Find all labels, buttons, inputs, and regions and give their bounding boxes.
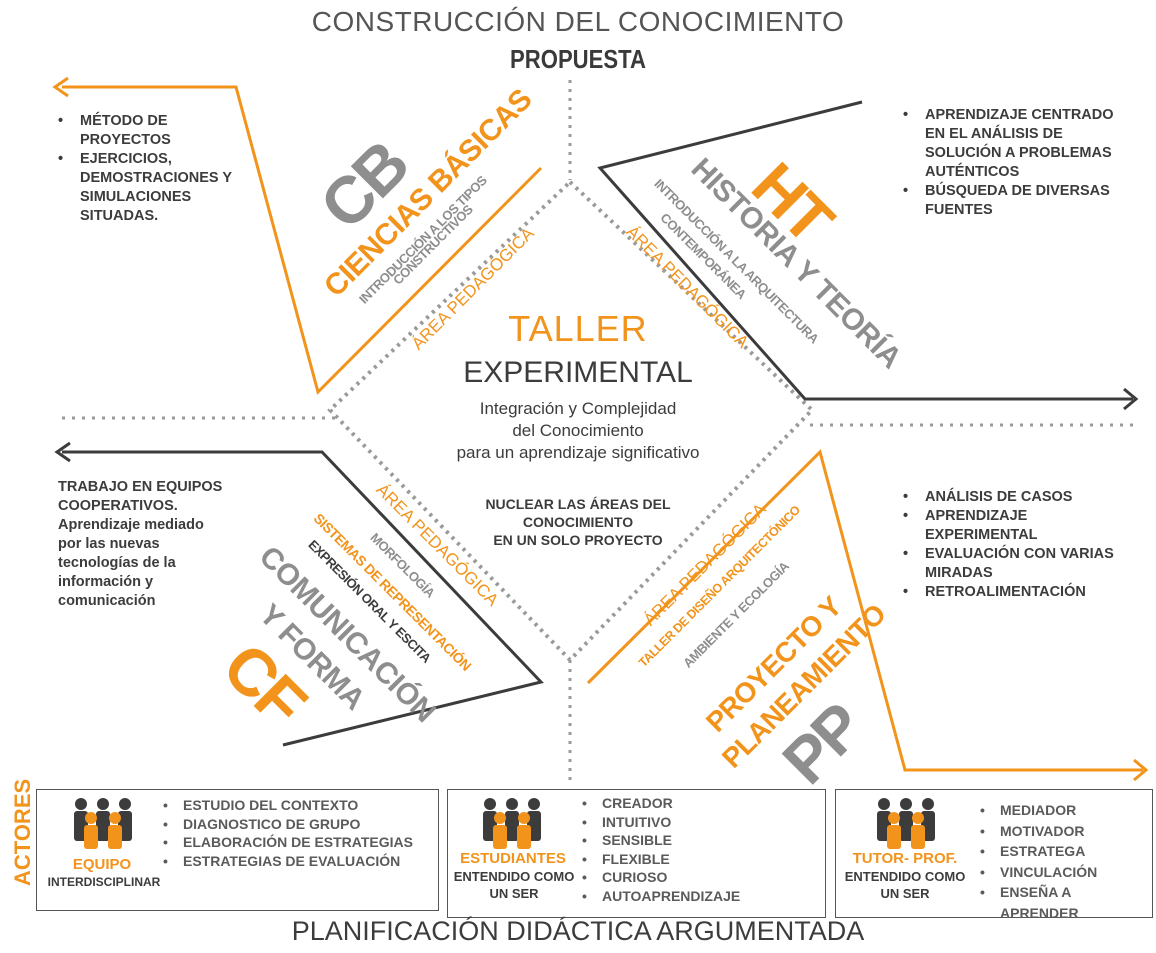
actor-list-item: DIAGNOSTICO DE GRUPO <box>159 815 434 834</box>
page-subtitle: PROPUESTA <box>510 44 646 74</box>
ht-arrow-head <box>1123 387 1139 411</box>
actor-list-item: ESTRATEGIAS DE EVALUACIÓN <box>159 852 434 871</box>
actor-list-item: ESTRATEGA <box>976 841 1148 862</box>
cb-bullet-list: MÉTODO DE PROYECTOS EJERCICIOS, DEMOSTRA… <box>52 112 242 226</box>
center-nuclear-text: NUCLEAR LAS ÁREAS DEL CONOCIMIENTO EN UN… <box>0 495 1156 549</box>
pp-bullet-item: ANÁLISIS DE CASOS <box>897 488 1137 507</box>
cf-outline <box>62 450 544 747</box>
ht-outline <box>597 100 1133 401</box>
actor-box-estudiantes: ESTUDIANTES ENTENDIDO COMO UN SER CREADO… <box>447 789 826 918</box>
actor-list-item: INTUITIVO <box>578 813 818 832</box>
pp-arrow-head <box>1133 758 1149 782</box>
group-people-icon <box>483 798 541 849</box>
group-people-icon <box>877 798 935 849</box>
center-title-experimental: EXPERIMENTAL <box>463 356 693 389</box>
footer-title: PLANIFICACIÓN DIDÁCTICA ARGUMENTADA <box>291 916 865 946</box>
actor-desc-line: ENTENDIDO COMO <box>844 869 966 884</box>
cf-arrow-head <box>54 441 71 463</box>
pp-bullet-item: APRENDIZAJE EXPERIMENTAL <box>897 507 1137 545</box>
actor-name-tutor: TUTOR- PROF. <box>852 850 958 867</box>
pp-bullet-item: RETROALIMENTACIÓN <box>897 583 1137 602</box>
center-subtitle: Integración y Complejidad del Conocimien… <box>0 398 1156 464</box>
pp-outline <box>586 449 1143 772</box>
actor-list-item: CURIOSO <box>578 868 818 887</box>
nuclear-line: NUCLEAR LAS ÁREAS DEL <box>485 496 671 512</box>
actor-desc-line: UN SER <box>489 886 539 901</box>
actor-desc-line: ENTENDIDO COMO <box>453 869 575 884</box>
actor-name-equipo: EQUIPO <box>72 856 132 873</box>
actor-list-item: ELABORACIÓN DE ESTRATEGIAS <box>159 833 434 852</box>
actor-desc-tutor: ENTENDIDO COMO UN SER <box>842 868 968 902</box>
cf-description: TRABAJO EN EQUIPOS COOPERATIVOS. Aprendi… <box>58 479 223 609</box>
center-subtitle-line: del Conocimiento <box>512 421 644 440</box>
actor-list-estudiantes: CREADOR INTUITIVO SENSIBLE FLEXIBLE CURI… <box>578 794 818 905</box>
actor-list-item: MOTIVADOR <box>976 821 1148 842</box>
ht-bullet-list: APRENDIZAJE CENTRADO EN EL ANÁLISIS DE S… <box>897 106 1137 220</box>
pp-bullet-list: ANÁLISIS DE CASOS APRENDIZAJE EXPERIMENT… <box>897 488 1137 602</box>
central-diamond <box>327 179 815 663</box>
actor-list-item: AUTOAPRENDIZAJE <box>578 887 818 906</box>
pp-bullet-item: EVALUACIÓN CON VARIAS MIRADAS <box>897 545 1137 583</box>
actor-list-tutor: MEDIADOR MOTIVADOR ESTRATEGA VINCULACIÓN… <box>976 800 1148 923</box>
center-subtitle-line: Integración y Complejidad <box>479 399 677 418</box>
nuclear-line: EN UN SOLO PROYECTO <box>493 532 663 548</box>
ht-bullet-item: APRENDIZAJE CENTRADO EN EL ANÁLISIS DE S… <box>897 106 1137 182</box>
cb-arrow-head <box>52 76 69 98</box>
actor-desc-line: UN SER <box>880 886 930 901</box>
actor-list-item: SENSIBLE <box>578 831 818 850</box>
actor-desc-equipo: INTERDISCIPLINAR <box>47 875 161 889</box>
actor-list-item: FLEXIBLE <box>578 850 818 869</box>
actor-list-equipo: ESTUDIO DEL CONTEXTO DIAGNOSTICO DE GRUP… <box>159 796 434 870</box>
cb-bullet-item: EJERCICIOS, DEMOSTRACIONES Y SIMULACIONE… <box>52 150 242 226</box>
nuclear-line: CONOCIMIENTO <box>522 514 634 530</box>
cb-bullet-item: MÉTODO DE PROYECTOS <box>52 112 242 150</box>
ht-bullet-item: BÚSQUEDA DE DIVERSAS FUENTES <box>897 182 1137 220</box>
center-subtitle-line: para un aprendizaje significativo <box>456 443 700 462</box>
actors-label: ACTORES <box>10 778 35 886</box>
actor-name-estudiantes: ESTUDIANTES <box>460 850 566 867</box>
actor-desc-estudiantes: ENTENDIDO COMO UN SER <box>452 868 576 902</box>
actor-list-item: ENSEÑA A APRENDER <box>976 882 1148 923</box>
cb-outline <box>62 85 543 395</box>
center-title-taller: TALLER <box>508 308 648 349</box>
actor-list-item: ESTUDIO DEL CONTEXTO <box>159 796 434 815</box>
actor-box-equipo: EQUIPO INTERDISCIPLINAR ESTUDIO DEL CONT… <box>36 789 439 911</box>
actor-list-item: CREADOR <box>578 794 818 813</box>
actor-box-tutor: TUTOR- PROF. ENTENDIDO COMO UN SER MEDIA… <box>835 789 1153 921</box>
actor-list-item: VINCULACIÓN <box>976 862 1148 883</box>
actor-list-item: MEDIADOR <box>976 800 1148 821</box>
group-people-icon <box>74 798 132 849</box>
page-title: CONSTRUCCIÓN DEL CONOCIMIENTO <box>311 6 845 37</box>
